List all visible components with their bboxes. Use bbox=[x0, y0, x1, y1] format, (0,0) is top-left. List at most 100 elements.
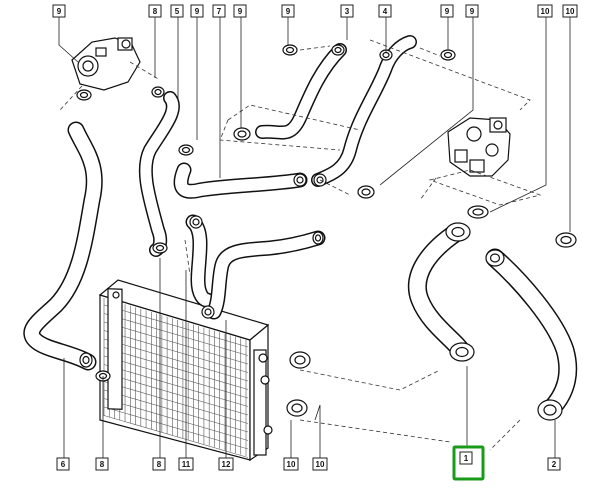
callout-11: 11 bbox=[178, 457, 194, 471]
callout-5: 5 bbox=[170, 4, 184, 18]
callout-10: 10 bbox=[537, 4, 553, 18]
hose-clamp-inner bbox=[192, 218, 200, 226]
hose-clamp-inner bbox=[82, 355, 90, 365]
radiator-row bbox=[103, 347, 249, 390]
callout-box bbox=[312, 457, 328, 471]
radiator bbox=[98, 279, 273, 462]
callout-number: 10 bbox=[287, 460, 296, 469]
callout-box bbox=[283, 457, 299, 471]
callout-number: 11 bbox=[182, 460, 191, 469]
callout-box bbox=[378, 4, 392, 18]
callout-10: 10 bbox=[562, 4, 578, 18]
callout-box bbox=[537, 4, 553, 18]
callout-box bbox=[212, 4, 226, 18]
radiator-row bbox=[103, 364, 249, 407]
hose-clamp-inner bbox=[455, 346, 469, 358]
radiator-row bbox=[103, 406, 249, 450]
callout-number: 9 bbox=[286, 7, 291, 16]
hoses bbox=[23, 35, 578, 420]
callout-9: 9 bbox=[233, 4, 247, 18]
radiator-row bbox=[103, 381, 249, 424]
callout-9: 9 bbox=[440, 4, 454, 18]
callout-number: 8 bbox=[157, 460, 162, 469]
callout-number: 9 bbox=[445, 7, 450, 16]
callout-number: 5 bbox=[175, 7, 180, 16]
callout-number: 10 bbox=[566, 7, 575, 16]
hose-clamp-inner bbox=[291, 403, 303, 413]
hose-clamp-inner bbox=[181, 146, 191, 154]
coolant-outlet-housing bbox=[447, 117, 511, 177]
callout-number: 1 bbox=[464, 454, 469, 463]
callout-box bbox=[233, 4, 247, 18]
callout-number: 12 bbox=[222, 460, 231, 469]
callout-box bbox=[56, 457, 70, 471]
callout-9: 9 bbox=[281, 4, 295, 18]
hose-clamp-inner bbox=[560, 235, 572, 245]
hose-7 bbox=[173, 162, 308, 199]
hose-1 bbox=[407, 222, 472, 362]
hose-6 bbox=[23, 121, 103, 371]
callout-box bbox=[95, 457, 109, 471]
hose-3 bbox=[255, 43, 347, 140]
callout-number: 8 bbox=[153, 7, 158, 16]
hose-11 bbox=[185, 214, 215, 308]
hose-clamp-inner bbox=[79, 91, 89, 99]
hose-clamp-inner bbox=[334, 46, 342, 54]
callout-box bbox=[152, 457, 166, 471]
hose-clamp-inner bbox=[543, 404, 557, 416]
callout-number: 9 bbox=[470, 7, 475, 16]
callout-10: 10 bbox=[283, 457, 299, 471]
callout-box bbox=[440, 4, 454, 18]
callout-8: 8 bbox=[152, 457, 166, 471]
callout-box bbox=[190, 4, 204, 18]
radiator-row bbox=[103, 313, 249, 356]
callout-box bbox=[547, 457, 561, 471]
callout-9: 9 bbox=[190, 4, 204, 18]
callout-6: 6 bbox=[56, 457, 70, 471]
callout-box bbox=[52, 4, 66, 18]
selected-part-highlight bbox=[452, 445, 485, 481]
hose-clamp-inner bbox=[314, 234, 322, 242]
callout-number: 4 bbox=[383, 7, 388, 16]
callout-box bbox=[340, 4, 354, 18]
callout-box bbox=[170, 4, 184, 18]
hose-5 bbox=[138, 91, 180, 257]
radiator-row bbox=[103, 355, 249, 399]
callout-4: 4 bbox=[378, 4, 392, 18]
hose-clamp-inner bbox=[443, 51, 453, 59]
hose-clamp-inner bbox=[489, 253, 501, 263]
hose-clamp-inner bbox=[472, 208, 484, 216]
hose-clamp-inner bbox=[285, 46, 295, 54]
radiator-row bbox=[103, 321, 249, 365]
hose-clamp-inner bbox=[296, 176, 304, 184]
callout-box bbox=[281, 4, 295, 18]
callout-9: 9 bbox=[465, 4, 479, 18]
callout-box bbox=[562, 4, 578, 18]
radiator-row bbox=[103, 415, 249, 458]
hose-clamp-inner bbox=[451, 226, 465, 238]
callout-number: 10 bbox=[541, 7, 550, 16]
callout-number: 6 bbox=[61, 460, 66, 469]
radiator-row bbox=[103, 372, 249, 416]
callout-number: 10 bbox=[316, 460, 325, 469]
hose-12 bbox=[206, 230, 326, 320]
hose-2 bbox=[485, 248, 578, 420]
radiator-row bbox=[103, 389, 249, 433]
hose-4 bbox=[311, 35, 417, 187]
hose-clamp-inner bbox=[361, 188, 371, 196]
callout-7: 7 bbox=[212, 4, 226, 18]
leader-lines bbox=[58, 15, 571, 458]
callout-box bbox=[178, 457, 194, 471]
callout-8: 8 bbox=[95, 457, 109, 471]
callout-number: 2 bbox=[552, 460, 557, 469]
callout-box bbox=[459, 451, 473, 465]
callout-box bbox=[465, 4, 479, 18]
radiator-row bbox=[103, 338, 249, 382]
hose-clamp-inner bbox=[155, 244, 165, 252]
callout-3: 3 bbox=[340, 4, 354, 18]
thermostat-housing bbox=[71, 37, 141, 91]
callout-number: 7 bbox=[217, 7, 222, 16]
callout-8: 8 bbox=[148, 4, 162, 18]
callout-box bbox=[218, 457, 234, 471]
